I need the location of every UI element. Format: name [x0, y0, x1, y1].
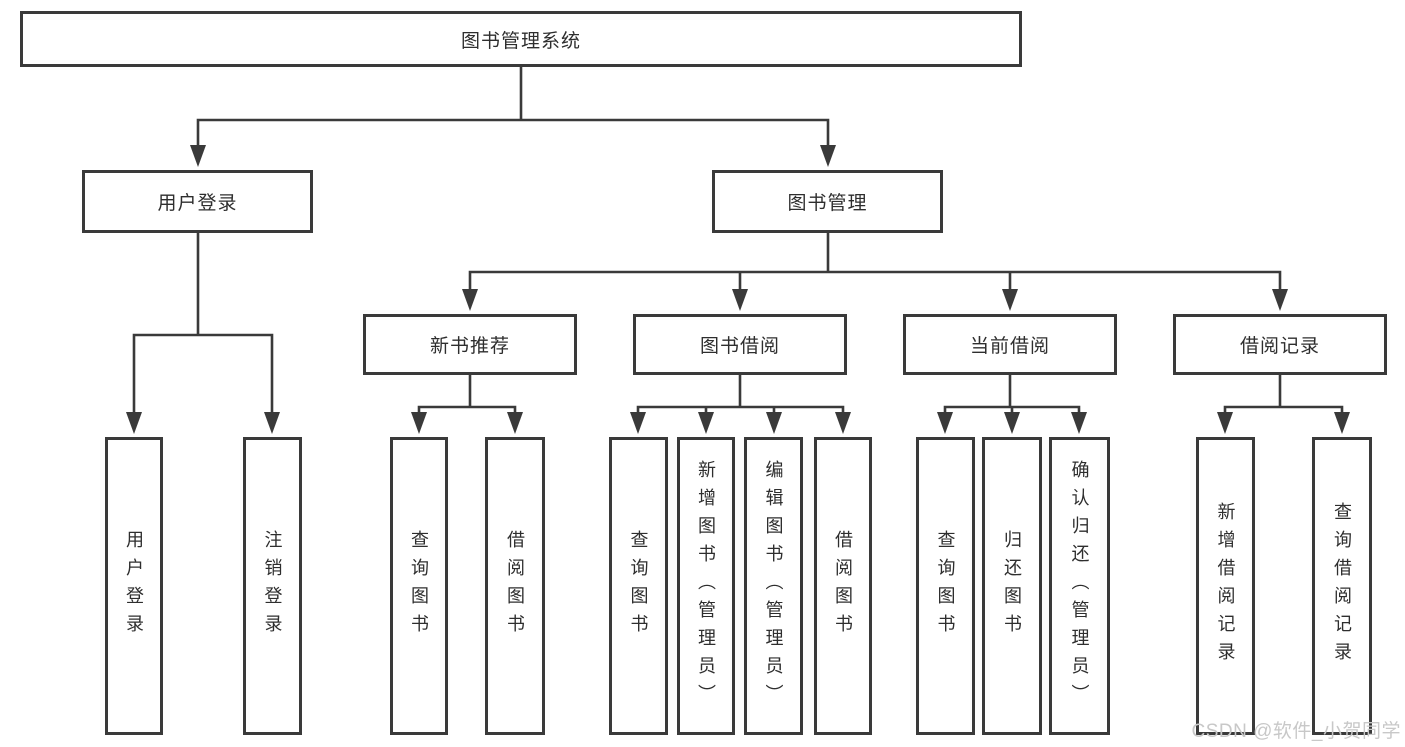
node-current-borrow: 当前借阅: [903, 314, 1117, 375]
arrowheads: [126, 145, 1350, 434]
leaf-recommend-query-books: 查询图书: [390, 437, 448, 735]
leaf-borrow-add-books-admin: 新增图书（管理员）: [677, 437, 735, 735]
node-label: 用户登录: [124, 530, 144, 642]
leaf-current-query-books: 查询图书: [916, 437, 975, 735]
node-label: 查询图书: [628, 530, 649, 642]
node-label: 新书推荐: [429, 336, 510, 357]
csdn-watermark: CSDN @软件_小贺同学: [1191, 721, 1401, 742]
node-new-book-recommend: 新书推荐: [363, 314, 577, 375]
node-label: 归还图书: [1002, 530, 1022, 642]
node-library-management-system: 图书管理系统: [20, 11, 1022, 67]
leaf-current-return-books: 归还图书: [982, 437, 1042, 735]
node-label: 查询图书: [935, 530, 956, 642]
leaf-recommend-borrow-books: 借阅图书: [485, 437, 545, 735]
node-label: 用户登录: [157, 193, 238, 214]
node-label: 查询借阅记录: [1332, 502, 1352, 670]
node-label: 借阅图书: [505, 530, 525, 642]
leaf-current-confirm-return-admin: 确认归还（管理员）: [1049, 437, 1110, 735]
node-book-borrow: 图书借阅: [633, 314, 847, 375]
leaf-borrow-edit-books-admin: 编辑图书（管理员）: [744, 437, 803, 735]
node-label: 编辑图书（管理员）: [763, 460, 784, 712]
node-label: 图书借阅: [699, 336, 780, 357]
node-label: 查询图书: [409, 530, 429, 642]
node-label: 新增图书（管理员）: [696, 460, 716, 712]
node-label: 借阅图书: [833, 530, 853, 642]
node-label: 图书管理: [787, 193, 868, 214]
node-label: 注销登录: [262, 530, 283, 642]
node-label: 新增借阅记录: [1215, 502, 1236, 670]
node-user-login: 用户登录: [82, 170, 313, 233]
leaf-borrow-borrow-books: 借阅图书: [814, 437, 872, 735]
leaf-records-add-borrow-record: 新增借阅记录: [1196, 437, 1255, 735]
leaf-user-login: 用户登录: [105, 437, 163, 735]
node-label: 图书管理系统: [460, 30, 581, 52]
node-borrow-records: 借阅记录: [1173, 314, 1387, 375]
node-book-management: 图书管理: [712, 170, 943, 233]
node-label: 当前借阅: [969, 336, 1050, 357]
node-label: 借阅记录: [1239, 336, 1320, 357]
leaf-borrow-query-books: 查询图书: [609, 437, 668, 735]
leaf-logout: 注销登录: [243, 437, 302, 735]
node-label: 确认归还（管理员）: [1069, 460, 1090, 712]
leaf-records-query-borrow-record: 查询借阅记录: [1312, 437, 1372, 735]
